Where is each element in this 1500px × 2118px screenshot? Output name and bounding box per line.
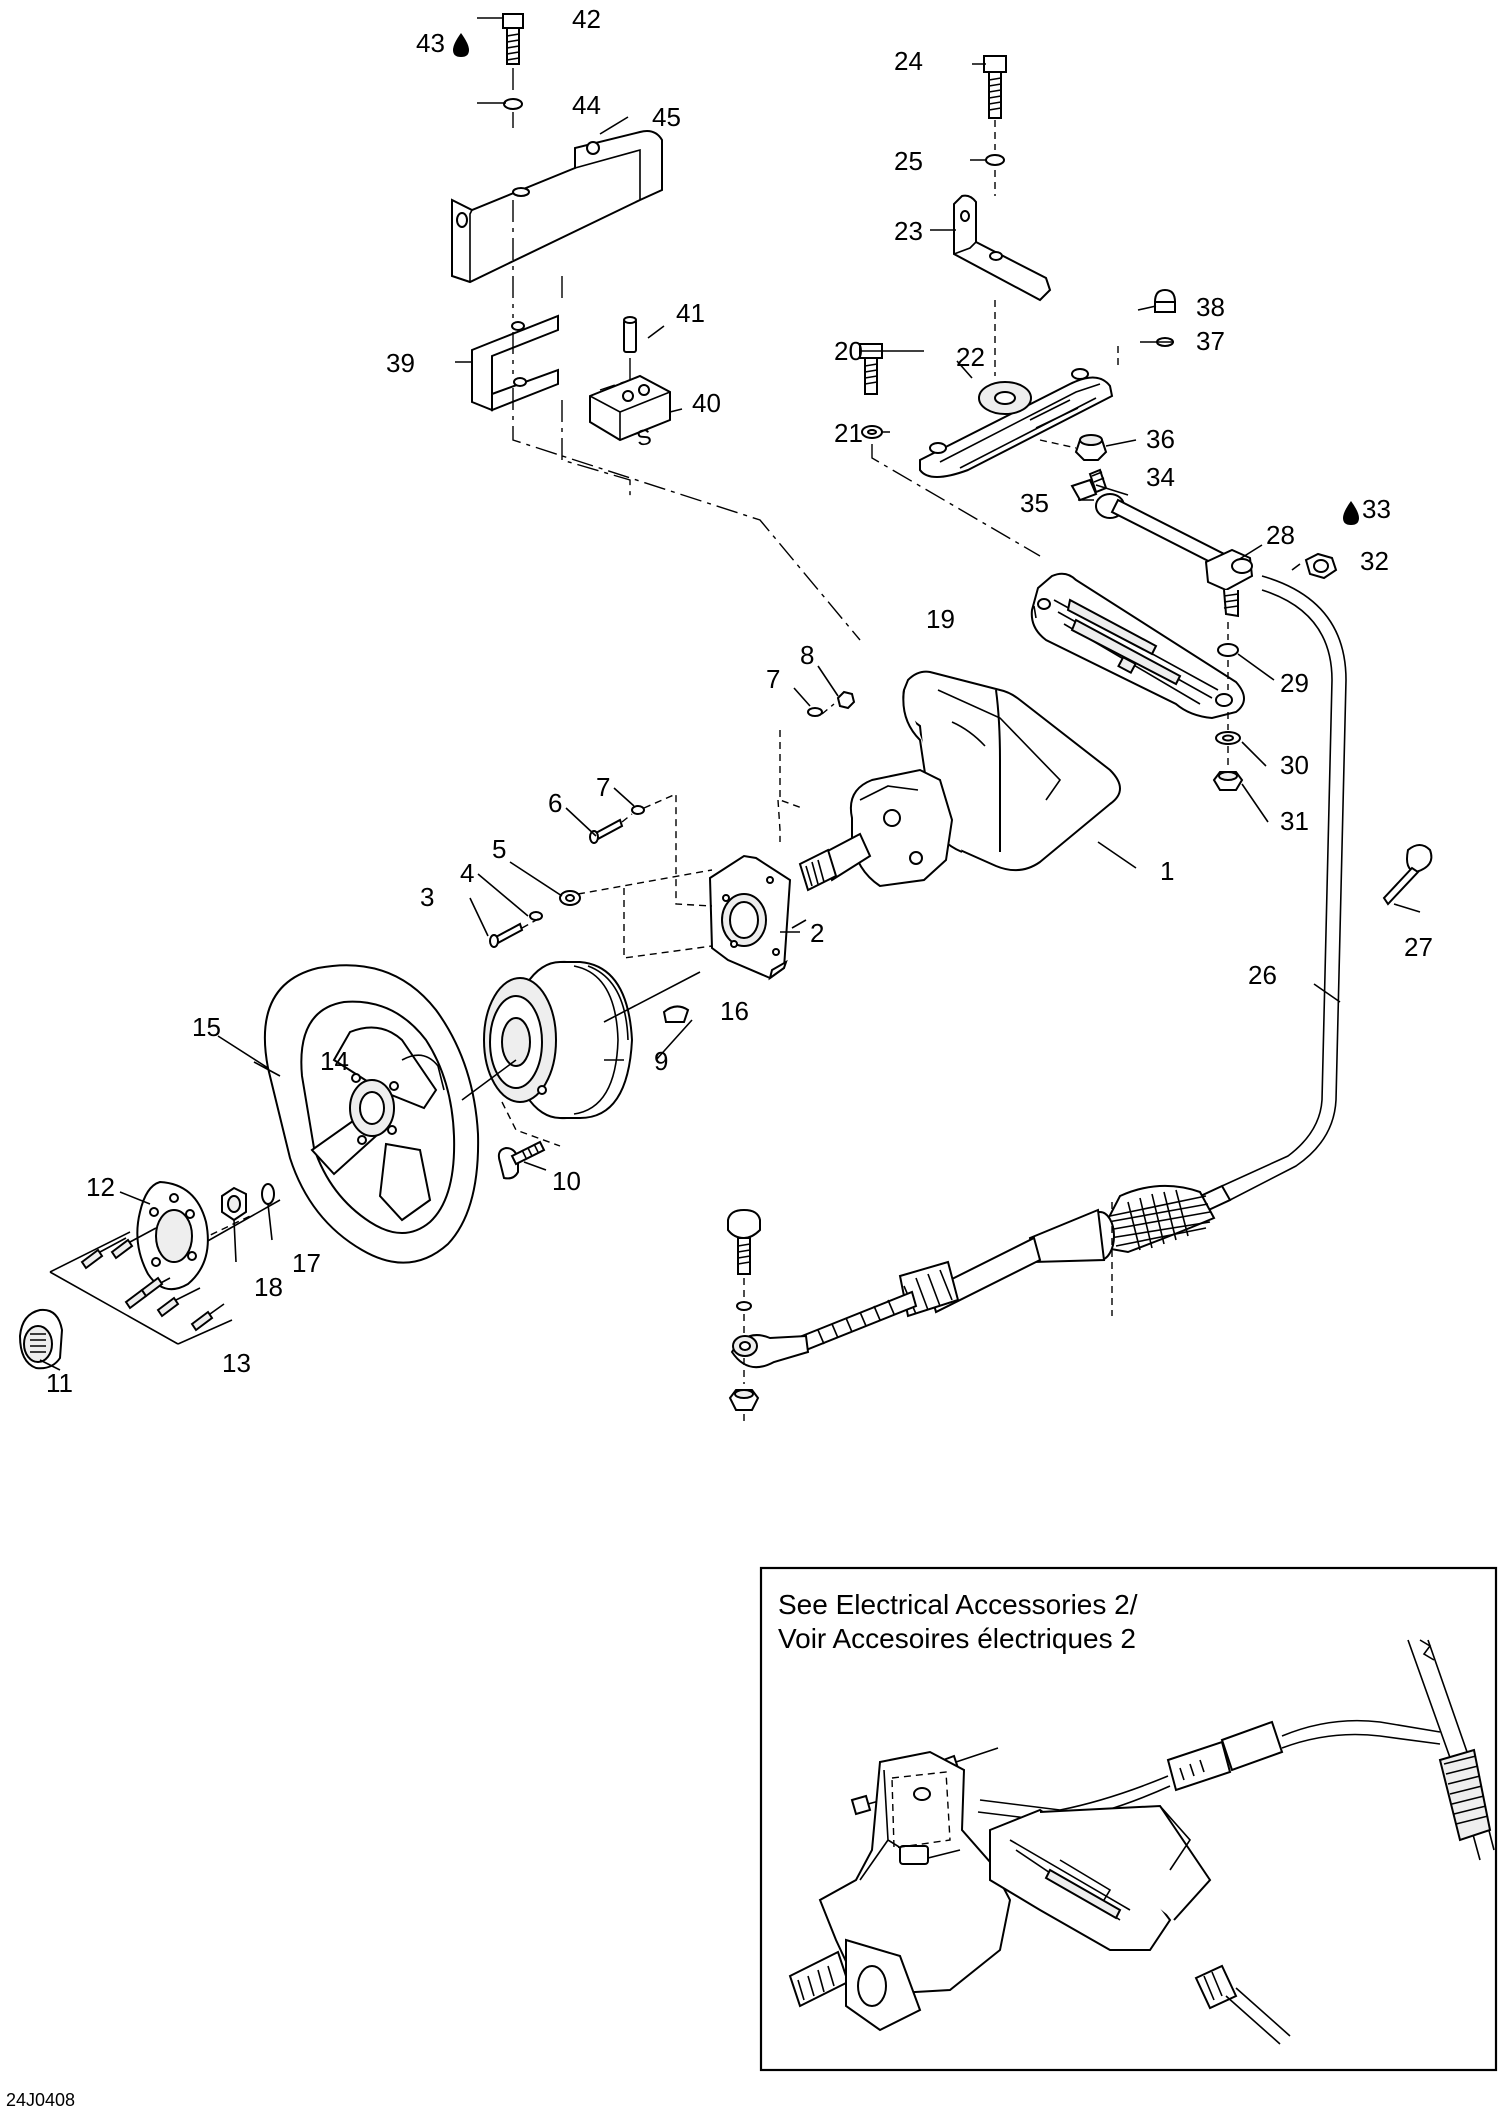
nut-38 (1153, 288, 1177, 313)
steering-column-1 (798, 670, 1121, 892)
oil-drop-icon (453, 33, 469, 57)
callout-16: 16 (720, 996, 749, 1026)
screw-6 (589, 818, 624, 844)
steering-wheel-15 (263, 964, 480, 1264)
mounting-plate-2 (708, 854, 792, 981)
callout-24: 24 (894, 46, 923, 76)
mount-plate-22 (919, 368, 1114, 478)
callout-40: 40 (692, 388, 721, 418)
callout-44: 44 (572, 90, 601, 120)
nut-31 (1212, 771, 1244, 791)
callout-26: 26 (1248, 960, 1277, 990)
bracket-39 (471, 314, 559, 412)
callout-7a: 7 (766, 664, 780, 694)
callout-33: 33 (1362, 494, 1391, 524)
callout-30: 30 (1280, 750, 1309, 780)
callout-2: 2 (810, 918, 824, 948)
bolt-24 (983, 55, 1007, 119)
lower-washer (736, 1301, 752, 1311)
callout-34: 34 (1146, 462, 1175, 492)
lower-bolt (727, 1208, 761, 1275)
callout-37: 37 (1196, 326, 1225, 356)
figure-code: 24J0408 (6, 2090, 75, 2110)
pin-41 (623, 316, 637, 353)
washer-44 (503, 98, 523, 110)
center-cap-11 (18, 1308, 64, 1370)
oil-drop-icon (1343, 501, 1359, 525)
bracket-45 (451, 130, 663, 284)
callout-35: 35 (1020, 488, 1049, 518)
hub-adapter-12 (136, 1180, 209, 1291)
callout-9: 9 (654, 1046, 668, 1076)
callout-4: 4 (460, 858, 474, 888)
callout-21: 21 (834, 418, 863, 448)
steering-cable-26 (1221, 575, 1347, 1201)
callout-32: 32 (1360, 546, 1389, 576)
callout-42: 42 (572, 4, 601, 34)
callout-22: 22 (956, 342, 985, 372)
nut-32 (1304, 552, 1338, 580)
washer-7b (631, 805, 645, 815)
washer-4 (529, 911, 543, 921)
screw-3 (489, 922, 524, 948)
callout-14: 14 (320, 1046, 349, 1076)
callout-45: 45 (652, 102, 681, 132)
callout-1: 1 (1160, 856, 1174, 886)
callout-43: 43 (416, 28, 445, 58)
callout-7b: 7 (596, 772, 610, 802)
washer-25 (985, 154, 1005, 166)
bolt-20 (859, 343, 883, 395)
callout-25: 25 (894, 146, 923, 176)
callout-28: 28 (1266, 520, 1295, 550)
bracket-23 (953, 194, 1052, 302)
callout-11: 11 (46, 1368, 73, 1398)
washer-17 (261, 1183, 275, 1205)
callout-31: 31 (1280, 806, 1309, 836)
callout-8: 8 (800, 640, 814, 670)
washer-7a (807, 707, 823, 717)
callout-15: 15 (192, 1012, 221, 1042)
inset-electrical-detail: See Electrical Accessories 2/ Voir Acces… (759, 1566, 1498, 2072)
steering-arm-19 (1030, 572, 1245, 720)
callout-10: 10 (552, 1166, 581, 1196)
callout-5: 5 (492, 834, 506, 864)
nut-36 (1074, 434, 1108, 461)
callout-38: 38 (1196, 292, 1225, 322)
callout-3: 3 (420, 882, 434, 912)
callout-19: 19 (926, 604, 955, 634)
cable-tie-27 (1382, 844, 1433, 906)
block-40: S (589, 374, 671, 451)
callout-13: 13 (222, 1348, 251, 1378)
callout-20: 20 (834, 336, 863, 366)
bolt-10 (497, 1140, 546, 1180)
tie-rod-end-28 (1204, 548, 1254, 618)
callout-39: 39 (386, 348, 415, 378)
callout-41: 41 (676, 298, 705, 328)
callout-23: 23 (894, 216, 923, 246)
screws-13 (80, 1227, 225, 1332)
callout-18: 18 (254, 1272, 283, 1302)
ball-joint-34-35 (1070, 468, 1234, 572)
washer-29 (1217, 643, 1239, 657)
key-16 (662, 1005, 690, 1023)
hub-9 (483, 960, 634, 1120)
inset-caption-line2: Voir Accesoires électriques 2 (778, 1623, 1136, 1654)
nut-18 (221, 1186, 247, 1222)
callout-36: 36 (1146, 424, 1175, 454)
callout-29: 29 (1280, 668, 1309, 698)
bolt-42 (502, 13, 524, 65)
callout-labels: 1234567789101112131415161718192021222324… (46, 4, 1433, 1398)
block-letter: S (635, 424, 654, 451)
nut-8 (836, 690, 856, 710)
callout-6: 6 (548, 788, 562, 818)
callout-12: 12 (86, 1172, 115, 1202)
lower-nut (728, 1389, 760, 1411)
callout-27: 27 (1404, 932, 1433, 962)
callout-17: 17 (292, 1248, 321, 1278)
inset-caption-line1: See Electrical Accessories 2/ (778, 1589, 1138, 1620)
cable-end-lower (730, 1184, 1232, 1369)
